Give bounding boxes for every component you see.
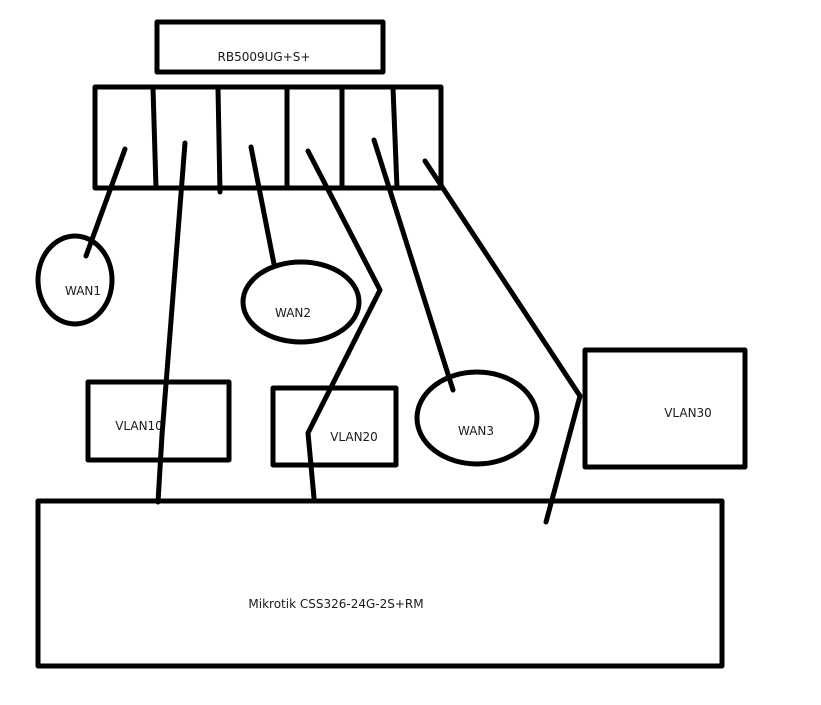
wan1-node [35,233,115,327]
vlan20-box [270,385,399,468]
wan2-label: WAN2 [275,306,311,320]
port-divider [390,85,400,191]
port-divider [150,85,159,191]
router-ports-block [92,84,444,191]
switch-label: Mikrotik CSS326-24G-2S+RM [248,597,423,611]
wan3-node [414,369,540,467]
wan2-node [240,259,362,345]
port-divider [215,85,223,195]
switch-box [35,498,725,669]
router-label: RB5009UG+S+ [218,50,311,64]
link-port6-vlan30-switch [422,158,583,525]
link-port4-vlan20-switch [305,148,383,501]
vlan30-box [582,347,748,470]
link-port2-vlan10-switch [155,140,188,505]
link-port1-wan1 [83,146,128,259]
vlan10-label: VLAN10 [115,419,163,433]
wan1-label: WAN1 [65,284,101,298]
link-port5-wan3 [371,137,456,393]
vlan20-label: VLAN20 [330,430,378,444]
wan3-label: WAN3 [458,424,494,438]
link-port3-wan2 [248,144,277,267]
vlan30-label: VLAN30 [664,406,712,420]
router-label-box [154,19,386,75]
